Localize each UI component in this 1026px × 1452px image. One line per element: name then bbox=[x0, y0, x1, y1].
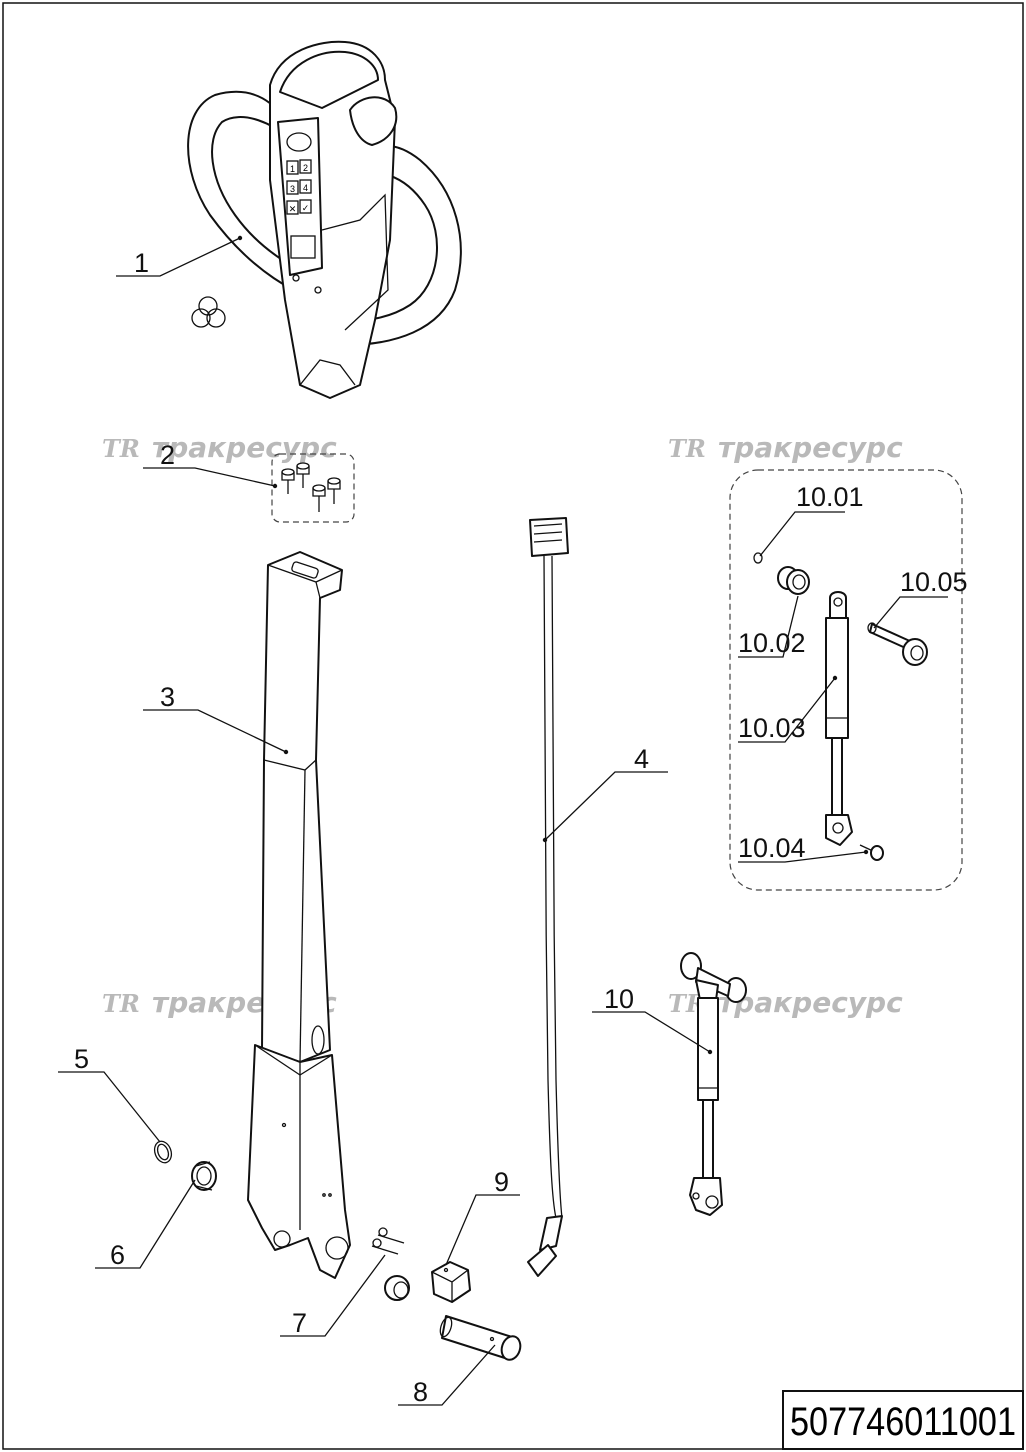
callout-10-04: 10.04 bbox=[738, 833, 806, 863]
keypad-key-3[interactable]: 3 bbox=[290, 184, 295, 194]
detail-box-gas-spring bbox=[729, 469, 963, 891]
callout-6: 6 bbox=[110, 1240, 125, 1270]
part-screws[interactable] bbox=[271, 453, 355, 523]
leader-dots bbox=[237, 235, 869, 1055]
callout-10-03: 10.03 bbox=[738, 713, 806, 743]
callout-3: 3 bbox=[160, 682, 175, 712]
part-axle-pin[interactable] bbox=[438, 1315, 523, 1362]
watermark: TR тракресурс bbox=[668, 986, 903, 1019]
part-10-02-bushing[interactable] bbox=[777, 566, 810, 595]
keypad-key-confirm[interactable]: ✓ bbox=[302, 204, 310, 214]
part-gas-spring[interactable] bbox=[680, 952, 747, 1216]
callout-4: 4 bbox=[634, 744, 649, 774]
watermark: TR тракресурс bbox=[102, 431, 337, 464]
o-rings bbox=[191, 296, 226, 328]
keypad-key-2[interactable]: 2 bbox=[303, 163, 308, 173]
callout-8: 8 bbox=[413, 1377, 428, 1407]
part-tiller-arm[interactable] bbox=[247, 551, 351, 1279]
document-number: 507746011001 bbox=[790, 1400, 1016, 1444]
callout-10-02: 10.02 bbox=[738, 628, 806, 658]
keypad-key-cancel[interactable]: ✕ bbox=[289, 205, 297, 215]
watermark-logo: TR bbox=[668, 434, 706, 463]
callout-1: 1 bbox=[134, 248, 149, 278]
watermark-text: тракресурс bbox=[152, 431, 337, 464]
callout-2: 2 bbox=[160, 440, 175, 470]
part-10-03-gas-spring[interactable] bbox=[825, 591, 853, 846]
part-bushing[interactable] bbox=[191, 1161, 217, 1191]
callout-7: 7 bbox=[292, 1308, 307, 1338]
callout-9: 9 bbox=[494, 1167, 509, 1197]
keypad-key-1[interactable]: 1 bbox=[290, 164, 295, 174]
callout-10-01: 10.01 bbox=[796, 482, 864, 512]
part-control-head[interactable]: 1 2 3 4 ✕ ✓ bbox=[187, 40, 462, 399]
part-10-01-ring[interactable] bbox=[753, 552, 763, 564]
callout-5: 5 bbox=[74, 1044, 89, 1074]
part-10-05-clevis-pin[interactable] bbox=[867, 622, 928, 666]
document-number-box: 507746011001 bbox=[782, 1390, 1024, 1450]
keypad-key-4[interactable]: 4 bbox=[303, 183, 308, 193]
callout-10-05: 10.05 bbox=[900, 567, 968, 597]
watermark: TR тракресурс bbox=[668, 431, 903, 464]
part-wire-harness[interactable] bbox=[527, 517, 569, 1277]
leader-lines bbox=[58, 237, 948, 1406]
watermark-logo: TR bbox=[102, 989, 140, 1018]
watermark-text: тракресурс bbox=[718, 431, 903, 464]
keypad: 1 2 3 4 ✕ ✓ bbox=[286, 159, 312, 215]
part-pins[interactable] bbox=[371, 1227, 410, 1301]
part-block[interactable] bbox=[431, 1261, 471, 1303]
watermark-logo: TR bbox=[102, 434, 140, 463]
watermark-text: тракресурс bbox=[718, 986, 903, 1019]
part-10-04-pin[interactable] bbox=[859, 844, 884, 861]
part-circlip[interactable] bbox=[152, 1139, 175, 1165]
callout-labels: 1 2 3 4 5 6 7 8 9 10 10.01 10.02 10.03 1… bbox=[74, 248, 968, 1407]
callout-10: 10 bbox=[604, 984, 634, 1014]
